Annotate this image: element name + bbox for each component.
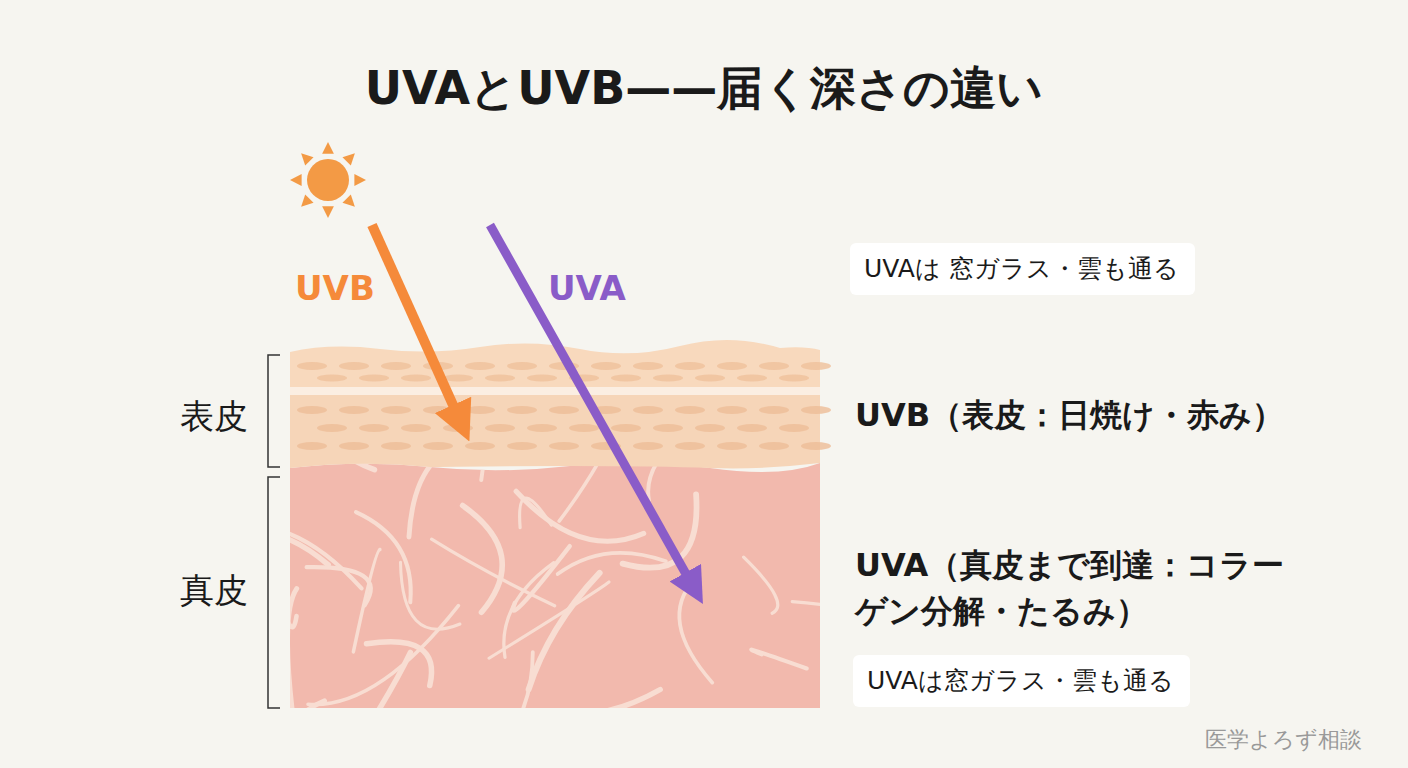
layer-name: 真皮 — [180, 566, 248, 615]
layer-name: 表皮 — [180, 392, 248, 441]
epidermis-line — [290, 387, 820, 395]
uvb-label: UVB — [295, 264, 375, 313]
watermark: 医学よろず相談 — [1205, 724, 1362, 756]
epidermis-layer — [290, 395, 820, 468]
uva-arrow — [490, 225, 695, 590]
sun-icon — [290, 142, 366, 218]
title: UVAとUVB——届く深さの違い — [0, 58, 1408, 120]
note-text: UVAは 窓ガラス・雲も通る — [864, 253, 1181, 284]
uvb-effect: UVB（表皮：日焼け・赤み） — [855, 392, 1284, 438]
note-box: UVAは窓ガラス・雲も通る — [853, 655, 1190, 707]
dermis-bracket — [268, 477, 280, 708]
dermis-layer — [290, 462, 820, 708]
epidermis-cells — [297, 362, 831, 450]
uvb-arrow — [372, 225, 462, 425]
note-text: UVAは窓ガラス・雲も通る — [867, 665, 1176, 696]
uva-label: UVA — [548, 264, 626, 313]
note-box: UVAは 窓ガラス・雲も通る — [850, 243, 1195, 295]
epidermis-bracket — [268, 355, 280, 467]
collagen-fibers — [203, 345, 949, 768]
uva-effect: UVA（真皮まで到達：コラーゲン分解・たるみ） — [855, 542, 1305, 635]
